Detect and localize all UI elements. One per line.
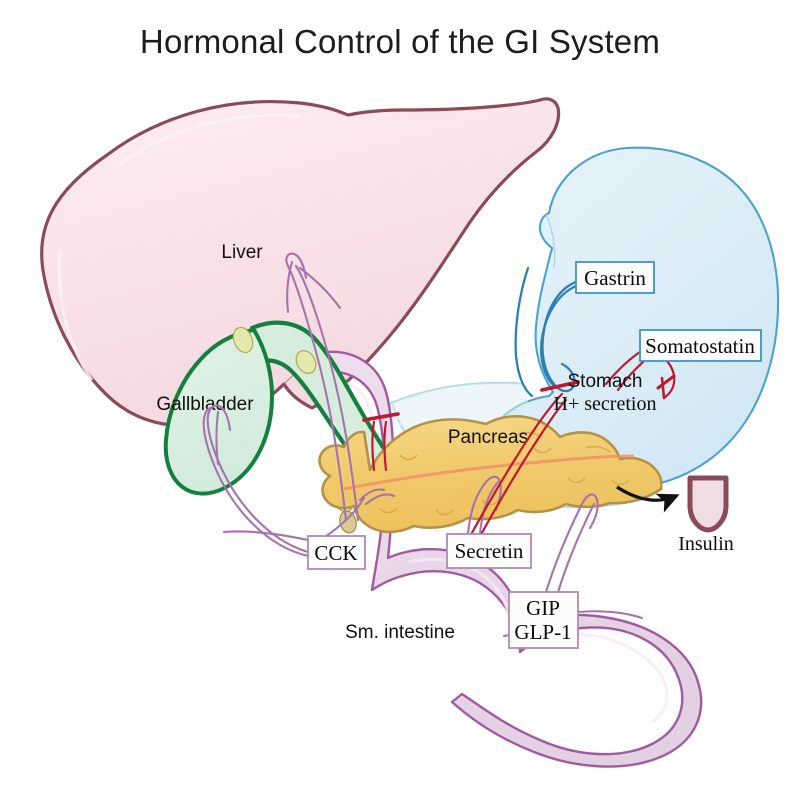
hormone-box-cck[interactable]: CCK bbox=[307, 535, 366, 570]
sm-intestine-tube bbox=[325, 350, 703, 768]
inhibition-tbar-secretin bbox=[540, 380, 580, 392]
stomach-effect-line2: H+ secretion bbox=[554, 393, 657, 415]
inhibitory-signal-lines bbox=[362, 350, 676, 542]
cck-box-label: CCK bbox=[314, 541, 357, 565]
cck-box-frame bbox=[307, 535, 366, 570]
stomach-acid-effect-label: Stomach H+ secretion bbox=[554, 371, 657, 415]
gallbladder-label: Gallbladder bbox=[156, 394, 254, 415]
gastrin-box-label: Gastrin bbox=[584, 266, 646, 290]
page-title: Hormonal Control of the GI System bbox=[140, 23, 660, 60]
gip-glp1-box-frame bbox=[508, 591, 579, 649]
liver-highlight-top bbox=[117, 113, 301, 167]
organ-pancreas[interactable]: Pancreas bbox=[318, 414, 663, 534]
stomach-notch-highlight bbox=[545, 213, 556, 269]
insulin-cell-shape bbox=[687, 475, 729, 533]
secretin-box-frame bbox=[446, 533, 532, 569]
somatostatin-box-label: Somatostatin bbox=[645, 334, 755, 358]
stimulatory-signal-lines bbox=[202, 252, 644, 638]
insulin-secretion-arrow bbox=[616, 485, 680, 513]
gastrin-signal-lines bbox=[514, 266, 578, 398]
hormone-box-gastrin[interactable]: Gastrin bbox=[575, 261, 655, 294]
bile-droplet-1 bbox=[232, 326, 254, 354]
inhibition-tbar-pancreas bbox=[362, 412, 400, 422]
bile-droplet-2 bbox=[295, 350, 317, 374]
secretin-box-label: Secretin bbox=[455, 539, 524, 563]
hormone-box-gip-glp1[interactable]: GIP GLP-1 bbox=[508, 591, 579, 649]
somatostatin-box-frame bbox=[639, 329, 762, 362]
gastrin-box-frame bbox=[575, 261, 655, 294]
gip-box-label-line2: GLP-1 bbox=[514, 620, 571, 644]
insulin-label: Insulin bbox=[678, 533, 734, 555]
sm-intestine-label: Sm. intestine bbox=[345, 622, 455, 643]
insulin-target[interactable]: Insulin bbox=[678, 475, 734, 555]
liver-highlight-left bbox=[57, 249, 94, 381]
liver-label: Liver bbox=[221, 242, 263, 263]
hormone-box-secretin[interactable]: Secretin bbox=[446, 533, 532, 569]
sm-intestine-highlight-2 bbox=[407, 557, 512, 629]
liver-body bbox=[40, 97, 561, 428]
gip-box-label-line1: GIP bbox=[526, 596, 560, 620]
hormone-box-somatostatin[interactable]: Somatostatin bbox=[639, 329, 762, 362]
pancreas-body bbox=[318, 414, 663, 534]
pancreas-label: Pancreas bbox=[448, 427, 528, 448]
stomach-effect-line1: Stomach bbox=[568, 371, 643, 392]
pancreas-texture bbox=[379, 431, 630, 516]
pancreatic-duct bbox=[343, 454, 635, 491]
